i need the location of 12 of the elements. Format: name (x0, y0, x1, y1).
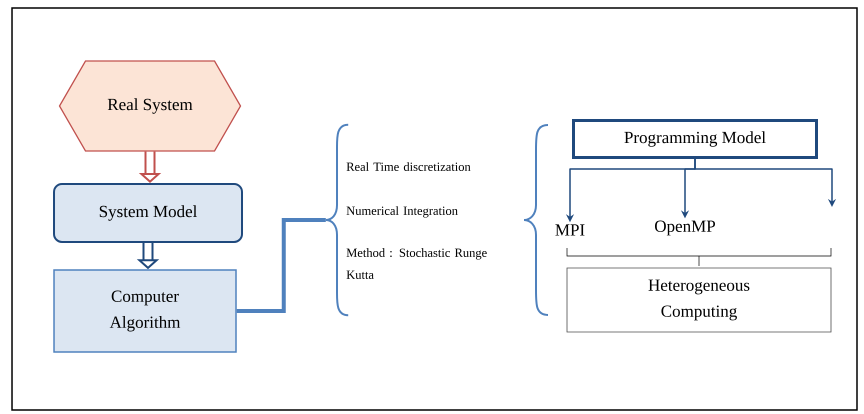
connector-line (236, 218, 326, 313)
process-box: Programming Model (572, 119, 818, 159)
hexagon-node: Real System (58, 60, 242, 152)
process-box: System Model (53, 182, 243, 243)
list-text: Numerical Integration (346, 206, 458, 218)
process-box: Computer Algorithm (53, 269, 237, 353)
process-box: Heterogeneous Computing (566, 268, 832, 332)
list-text: Real Time discretization (346, 162, 471, 171)
node-text: MPI (555, 224, 585, 236)
node-text: OpenMP (655, 220, 715, 236)
brace (324, 124, 348, 316)
list-text: Method : Stochastic Runge Kutta (346, 248, 487, 279)
